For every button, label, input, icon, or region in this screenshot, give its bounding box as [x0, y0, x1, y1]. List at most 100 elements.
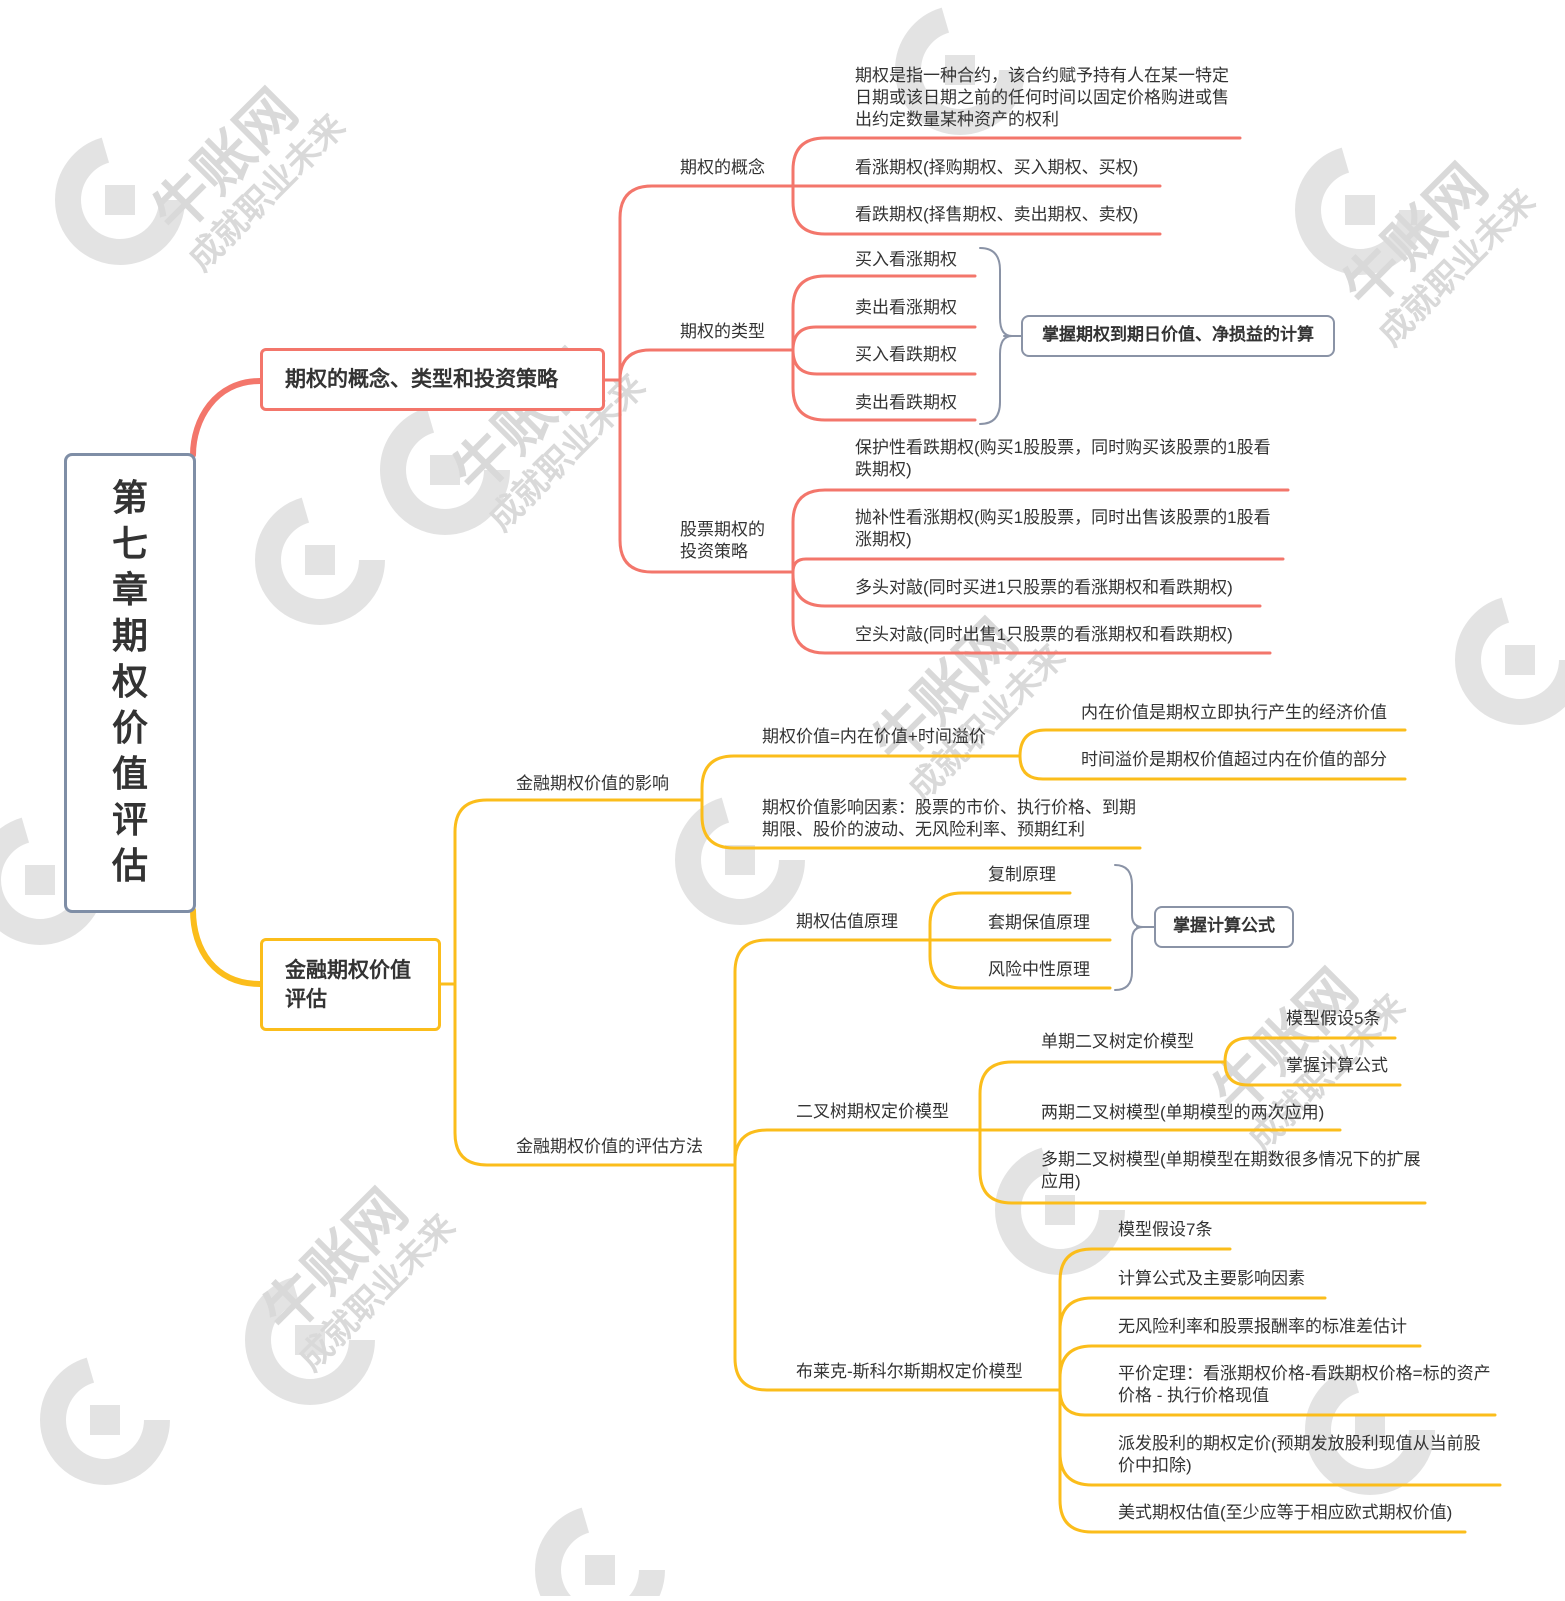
link-bs-1 — [1058, 1247, 1232, 1392]
branch-title: 期权的概念、类型和投资策略 — [285, 368, 558, 391]
watermark-logo-square — [430, 455, 460, 485]
link-b1-concept — [618, 184, 795, 382]
watermark-logo-square — [295, 1325, 325, 1355]
watermark-logo-ring — [895, 5, 1025, 135]
root-node[interactable]: 第七章期权价值评估 — [64, 453, 196, 913]
leaf-assumptions-7[interactable]: 模型假设7条 — [1118, 1220, 1213, 1239]
link-meth-principles — [733, 938, 932, 1167]
sub-valuation-principles[interactable]: 期权估值原理 — [796, 912, 898, 931]
link-bin-single — [978, 1060, 1227, 1132]
watermark-logo-ring — [245, 1275, 375, 1405]
topic-stock-option-strategies[interactable]: 股票期权的投资策略 — [680, 520, 765, 561]
leaf-long-straddle[interactable]: 多头对敲(同时买进1只股票的看涨期权和看跌期权) — [855, 578, 1233, 597]
leaf-sell-call[interactable]: 卖出看涨期权 — [855, 298, 957, 317]
link-inf-factors — [700, 798, 1142, 850]
watermark-logo-ring — [1305, 1365, 1435, 1495]
watermark-logo-square — [945, 55, 975, 85]
leaf-multi-period-binomial[interactable]: 多期二叉树模型(单期模型在期数很多情况下的扩展应用) — [1041, 1150, 1421, 1191]
link-formula-intrinsic — [1018, 728, 1407, 758]
leaf-sell-put[interactable]: 卖出看跌期权 — [855, 393, 957, 412]
leaf-call-option[interactable]: 看涨期权(择购期权、买入期权、买权) — [855, 158, 1139, 177]
leaf-time-premium[interactable]: 时间溢价是期权价值超过内在价值的部分 — [1081, 750, 1387, 769]
link-strat-1 — [791, 488, 1290, 574]
watermark-logo-ring — [675, 795, 805, 925]
watermark-logo-square — [1045, 1195, 1075, 1225]
watermark-logo-ring — [1295, 145, 1425, 275]
leaf-american-option[interactable]: 美式期权估值(至少应等于相应欧式期权价值) — [1118, 1503, 1453, 1522]
topic-value-influence[interactable]: 金融期权价值的影响 — [516, 774, 669, 793]
link-single-formula — [1223, 1060, 1402, 1087]
link-b2-methods — [453, 982, 737, 1167]
link-strat-4 — [791, 570, 1272, 655]
leaf-option-definition[interactable]: 期权是指一种合约，该合约赋予持有人在某一特定日期或该日期之前的任何时间以固定价格… — [855, 66, 1229, 129]
watermark-logo-square — [1505, 645, 1535, 675]
watermark-logo-ring — [55, 135, 185, 265]
watermark-logo-square — [1345, 195, 1375, 225]
watermark-logo-ring — [535, 1505, 665, 1601]
note-expiry-value[interactable]: 掌握期权到期日价值、净损益的计算 — [1021, 315, 1335, 357]
leaf-risk-neutral[interactable]: 风险中性原理 — [988, 960, 1090, 979]
link-prin-1 — [928, 891, 1072, 942]
branch-financial-option-valuation[interactable]: 金融期权价值评估 — [260, 938, 441, 1031]
sub-single-period-binomial[interactable]: 单期二叉树定价模型 — [1041, 1032, 1194, 1051]
link-inf-formula — [700, 754, 1022, 802]
leaf-dividend-pricing[interactable]: 派发股利的期权定价(预期发放股利现值从当前股价中扣除) — [1118, 1434, 1481, 1475]
watermark-logo-ring — [380, 405, 510, 535]
topic-option-concept[interactable]: 期权的概念 — [680, 158, 765, 177]
leaf-short-straddle[interactable]: 空头对敲(同时出售1只股票的看涨期权和看跌期权) — [855, 625, 1233, 644]
leaf-put-call-parity[interactable]: 平价定理：看涨期权价格-看跌期权价格=标的资产价格 - 执行价格现值 — [1118, 1364, 1491, 1405]
link-concept-put — [791, 184, 1162, 236]
sub-binomial-model[interactable]: 二叉树期权定价模型 — [796, 1102, 949, 1121]
watermark-logo-square — [305, 545, 335, 575]
leaf-rate-stdev[interactable]: 无风险利率和股票报酬率的标准差估计 — [1118, 1317, 1407, 1336]
link-b1-types — [618, 348, 795, 382]
leaf-master-formula[interactable]: 掌握计算公式 — [1286, 1056, 1388, 1075]
branch-title: 金融期权价值评估 — [285, 959, 411, 1011]
branch-options-concept[interactable]: 期权的概念、类型和投资策略 — [260, 348, 605, 411]
watermark-logo-square — [105, 185, 135, 215]
leaf-two-period-binomial[interactable]: 两期二叉树模型(单期模型的两次应用) — [1041, 1103, 1325, 1122]
sub-value-factors[interactable]: 期权价值影响因素：股票的市价、执行价格、到期期限、股价的波动、无风险利率、预期红… — [762, 798, 1136, 839]
leaf-hedging[interactable]: 套期保值原理 — [988, 913, 1090, 932]
watermark-logo-square — [25, 865, 55, 895]
leaf-covered-call[interactable]: 抛补性看涨期权(购买1股股票，同时出售该股票的1股看涨期权) — [855, 508, 1271, 549]
leaf-protective-put[interactable]: 保护性看跌期权(购买1股股票，同时购买该股票的1股看跌期权) — [855, 438, 1271, 479]
leaf-buy-put[interactable]: 买入看跌期权 — [855, 345, 957, 364]
link-meth-binomial — [733, 1128, 982, 1167]
root-title: 第七章期权价值评估 — [111, 478, 148, 887]
watermark-logo-square — [1355, 1415, 1385, 1445]
link-formula-time — [1018, 754, 1407, 781]
leaf-put-option[interactable]: 看跌期权(择售期权、卖出期权、卖权) — [855, 205, 1139, 224]
link-bs-3 — [1058, 1344, 1422, 1392]
link-bin-multi — [978, 1128, 1427, 1205]
watermark-logo-ring — [40, 1355, 170, 1485]
watermark-logo-ring — [995, 1145, 1125, 1275]
link-types-2 — [791, 325, 977, 352]
link-b1-strategies — [618, 378, 795, 574]
sub-option-value-formula[interactable]: 期权价值=内在价值+时间溢价 — [762, 727, 986, 746]
watermark-logo-ring — [1455, 595, 1565, 725]
link-bs-2 — [1058, 1296, 1327, 1392]
watermark-logo-square — [725, 845, 755, 875]
leaf-intrinsic-value[interactable]: 内在价值是期权立即执行产生的经济价值 — [1081, 703, 1387, 722]
topic-option-types[interactable]: 期权的类型 — [680, 322, 765, 341]
link-strat-2 — [791, 557, 1285, 574]
link-bs-6 — [1058, 1388, 1467, 1534]
note-text: 掌握计算公式 — [1173, 916, 1275, 935]
watermark-logo-ring — [255, 495, 385, 625]
link-root-branch1 — [190, 378, 263, 458]
leaf-formula-factors[interactable]: 计算公式及主要影响因素 — [1118, 1269, 1305, 1288]
watermark-logo-square — [90, 1405, 120, 1435]
leaf-buy-call[interactable]: 买入看涨期权 — [855, 250, 957, 269]
leaf-assumptions-5[interactable]: 模型假设5条 — [1286, 1009, 1381, 1028]
note-formula[interactable]: 掌握计算公式 — [1154, 906, 1294, 948]
topic-valuation-methods[interactable]: 金融期权价值的评估方法 — [516, 1137, 703, 1156]
link-meth-bs — [733, 1163, 1062, 1392]
note-text: 掌握期权到期日价值、净损益的计算 — [1042, 325, 1314, 344]
sub-black-scholes[interactable]: 布莱克-斯科尔斯期权定价模型 — [796, 1362, 1023, 1381]
link-b2-influence — [453, 798, 704, 986]
leaf-replication[interactable]: 复制原理 — [988, 865, 1056, 884]
